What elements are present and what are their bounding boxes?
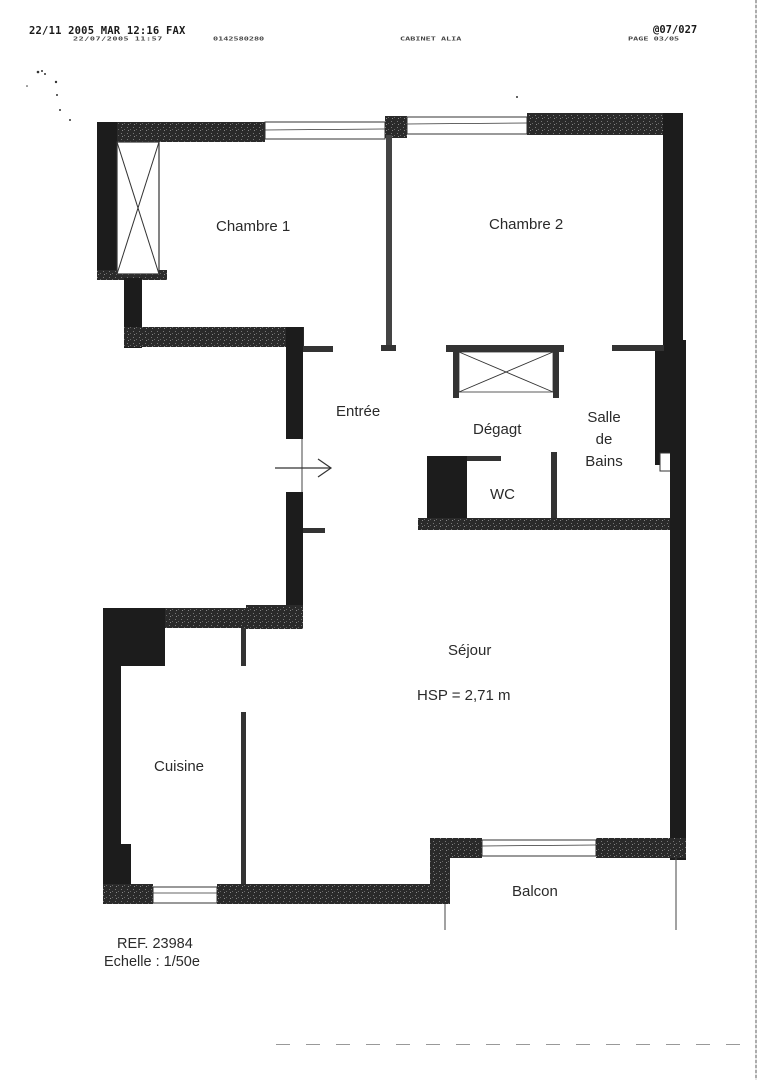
wall (596, 838, 686, 858)
scan-noise (26, 70, 518, 121)
wall (446, 345, 564, 352)
room-label-wc: WC (490, 486, 515, 503)
scan-artifact-line (276, 1044, 746, 1045)
plan-scale: Echelle : 1/50e (104, 954, 200, 970)
window-chambre-1 (264, 121, 386, 140)
wall (241, 712, 246, 884)
wall (663, 113, 683, 353)
fax-sender: CABINET ALIA (400, 36, 462, 43)
wall (551, 452, 557, 524)
window-cuisine (152, 886, 218, 904)
room-label-sejour: Séjour (448, 642, 492, 659)
fax-original-date: 22/07/2005 11:57 (73, 36, 163, 43)
fax-original-page: PAGE 03/05 (628, 36, 680, 43)
room-label-degagement: Dégagt (473, 421, 522, 438)
fax-page-counter: @07/027 (653, 24, 698, 36)
wall (386, 135, 392, 347)
page-edge (755, 0, 757, 1080)
ceiling-height-note: HSP = 2,71 m (417, 687, 511, 704)
fax-transmission-header: 22/11 2005 MAR 12:16 FAX (29, 25, 186, 37)
window-chambre-2 (406, 116, 528, 135)
wall (427, 456, 467, 524)
plan-reference: REF. 23984 (117, 936, 193, 952)
wall (670, 460, 686, 860)
wall (97, 122, 117, 279)
room-label-chambre-1: Chambre 1 (216, 218, 291, 235)
wall (103, 884, 153, 904)
window-sejour-balcon (481, 839, 597, 857)
wall (97, 122, 265, 142)
wall (286, 492, 303, 622)
wall (385, 116, 407, 138)
room-label-entree: Entrée (336, 403, 381, 420)
wall (217, 884, 447, 904)
wall (418, 518, 670, 530)
wall (103, 608, 121, 898)
entrance-arrow-icon (275, 458, 333, 478)
wall (124, 327, 304, 347)
room-label-balcon: Balcon (512, 883, 558, 900)
room-label-salle-de-bains: Salle de Bains (585, 409, 623, 470)
fax-original-number: 0142580280 (213, 36, 265, 43)
wall (527, 113, 682, 135)
room-label-cuisine: Cuisine (154, 758, 205, 775)
wall (286, 327, 303, 439)
room-label-chambre-2: Chambre 2 (489, 216, 564, 233)
